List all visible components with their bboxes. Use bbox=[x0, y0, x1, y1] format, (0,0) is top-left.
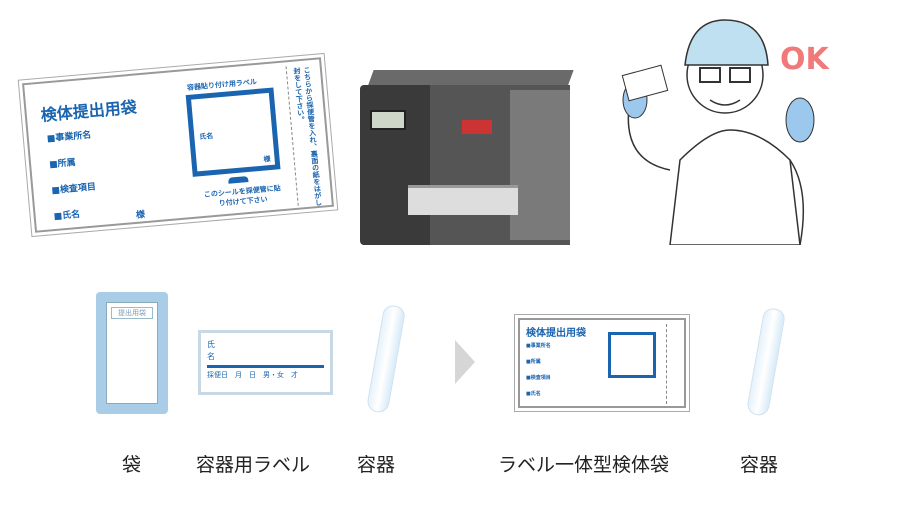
mini-sticker-box bbox=[608, 332, 656, 378]
printer-display bbox=[370, 110, 406, 130]
tube-icon bbox=[228, 176, 249, 184]
specimen-bag-label: 検体提出用袋 ■事業所名 ■所属 ■検査項目 ■氏名 様 容器貼り付け用ラベル … bbox=[22, 57, 334, 233]
container-tube-icon bbox=[365, 303, 407, 415]
sticker-honorific: 様 bbox=[263, 155, 271, 164]
label-field: ■検査項目 bbox=[51, 182, 97, 197]
container-tube-icon-2 bbox=[745, 306, 787, 418]
caption-integrated-bag: ラベル一体型検体袋 bbox=[498, 454, 670, 476]
container-label-footer: 採便日 月 日 男・女 才 bbox=[207, 371, 298, 379]
label-field: ■所属 bbox=[48, 158, 77, 171]
bag-title: 提出用袋 bbox=[111, 307, 153, 319]
mini-field: ■所属 bbox=[526, 359, 541, 365]
person-ok-illustration bbox=[621, 19, 815, 245]
sticker-note: このシールを採便管に貼り付けて下さい bbox=[203, 184, 282, 208]
caption-container-2: 容器 bbox=[740, 454, 779, 476]
container-label: 氏名 採便日 月 日 男・女 才 bbox=[198, 330, 333, 395]
label-field: ■事業所名 bbox=[46, 130, 92, 145]
integrated-label-bag: 検体提出用袋 ■事業所名 ■所属 ■検査項目 ■氏名 bbox=[518, 318, 686, 408]
label-honorific: 様 bbox=[135, 210, 146, 221]
label-printer bbox=[360, 60, 580, 250]
sticker-name: 氏名 bbox=[199, 131, 214, 142]
mini-field: ■氏名 bbox=[526, 391, 541, 397]
container-label-name: 氏名 bbox=[207, 340, 215, 361]
mini-field: ■検査項目 bbox=[526, 375, 551, 381]
caption-container: 容器 bbox=[357, 454, 396, 476]
mini-field: ■事業所名 bbox=[526, 343, 551, 349]
label-title: 検体提出用袋 bbox=[40, 97, 138, 125]
label-field: ■氏名 bbox=[53, 209, 81, 223]
caption-bag: 袋 bbox=[122, 454, 142, 476]
ok-text: OK bbox=[780, 42, 829, 77]
caption-container-label: 容器用ラベル bbox=[196, 454, 311, 476]
bag-icon: 提出用袋 bbox=[96, 292, 168, 414]
mini-title: 検体提出用袋 bbox=[526, 328, 586, 339]
arrow-right-icon bbox=[455, 340, 475, 384]
